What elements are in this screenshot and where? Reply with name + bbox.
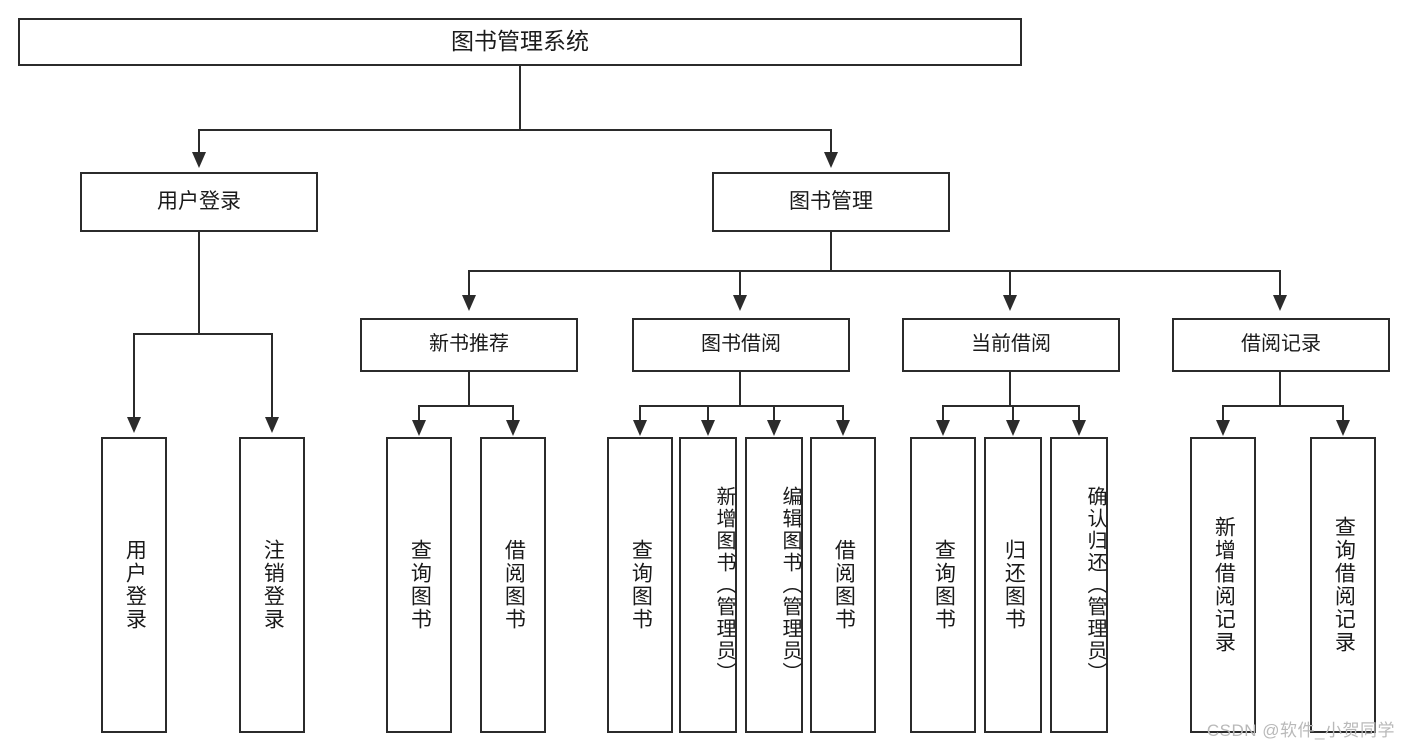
node-borrow-record-label: 借阅记录 (1241, 333, 1321, 356)
arrow-borrow-record-l2 (1336, 420, 1350, 436)
node-leaf-borrow-book-1[interactable]: 借阅图书 (480, 437, 546, 733)
node-leaf-borrow-book-1-label: 借阅图书 (502, 539, 526, 631)
arrow-root-to-user-login (192, 152, 206, 168)
node-borrow-record[interactable]: 借阅记录 (1172, 318, 1390, 372)
node-leaf-add-record[interactable]: 新增借阅记录 (1190, 437, 1256, 733)
node-leaf-confirm-return[interactable]: 确认归还（管理员） (1050, 437, 1108, 733)
node-leaf-user-logout[interactable]: 注销登录 (239, 437, 305, 733)
connector-current-borrow-bus (942, 405, 1080, 407)
connector-new-book-rec-stem (468, 372, 470, 406)
connector-current-borrow-l3 (1078, 405, 1080, 422)
connector-book-borrow-bus (639, 405, 844, 407)
connector-book-manage-c4 (1279, 270, 1281, 296)
node-leaf-user-login[interactable]: 用户登录 (101, 437, 167, 733)
connector-borrow-record-l1 (1222, 405, 1224, 422)
node-new-book-rec[interactable]: 新书推荐 (360, 318, 578, 372)
node-new-book-rec-label: 新书推荐 (429, 333, 509, 356)
arrow-book-manage-c1 (462, 295, 476, 311)
arrow-borrow-record-l1 (1216, 420, 1230, 436)
arrow-current-borrow-l1 (936, 420, 950, 436)
connector-root-to-user-login (198, 129, 200, 153)
node-leaf-user-logout-label: 注销登录 (261, 539, 285, 631)
node-root-label: 图书管理系统 (451, 28, 589, 55)
arrow-current-borrow-l2 (1006, 420, 1020, 436)
node-leaf-query-book-3[interactable]: 查询图书 (910, 437, 976, 733)
arrow-book-borrow-l4 (836, 420, 850, 436)
connector-book-manage-bus (468, 270, 1280, 272)
arrow-book-borrow-l1 (633, 420, 647, 436)
connector-book-manage-stem (830, 232, 832, 272)
connector-current-borrow-stem (1009, 372, 1011, 406)
arrow-book-manage-c3 (1003, 295, 1017, 311)
connector-new-book-rec-bus (418, 405, 513, 407)
node-root[interactable]: 图书管理系统 (18, 18, 1022, 66)
node-current-borrow[interactable]: 当前借阅 (902, 318, 1120, 372)
node-book-manage-label: 图书管理 (789, 189, 873, 213)
connector-book-borrow-stem (739, 372, 741, 406)
node-current-borrow-label: 当前借阅 (971, 333, 1051, 356)
node-book-borrow-label: 图书借阅 (701, 333, 781, 356)
node-leaf-add-book[interactable]: 新增图书（管理员） (679, 437, 737, 733)
node-user-login-label: 用户登录 (157, 189, 241, 213)
node-leaf-edit-book[interactable]: 编辑图书（管理员） (745, 437, 803, 733)
arrow-book-manage-c2 (733, 295, 747, 311)
node-leaf-add-record-label: 新增借阅记录 (1212, 516, 1236, 654)
connector-book-manage-c1 (468, 270, 470, 296)
arrow-new-book-rec-l1 (412, 420, 426, 436)
node-leaf-query-record-label: 查询借阅记录 (1332, 516, 1356, 654)
arrow-book-manage-c4 (1273, 295, 1287, 311)
connector-current-borrow-l1 (942, 405, 944, 422)
node-leaf-confirm-return-label: 确认归还（管理员） (1084, 486, 1106, 684)
node-book-manage[interactable]: 图书管理 (712, 172, 950, 232)
arrow-user-login-right (265, 417, 279, 433)
arrow-book-borrow-l2 (701, 420, 715, 436)
connector-root-stem (519, 66, 521, 130)
connector-user-login-bus (133, 333, 272, 335)
node-leaf-query-book-1[interactable]: 查询图书 (386, 437, 452, 733)
connector-new-book-rec-l2 (512, 405, 514, 422)
connector-borrow-record-l2 (1342, 405, 1344, 422)
node-leaf-query-book-1-label: 查询图书 (408, 539, 432, 631)
node-book-borrow[interactable]: 图书借阅 (632, 318, 850, 372)
connector-borrow-record-stem (1279, 372, 1281, 406)
node-leaf-query-book-2-label: 查询图书 (629, 539, 653, 631)
arrow-current-borrow-l3 (1072, 420, 1086, 436)
connector-user-login-stem (198, 232, 200, 334)
arrow-book-borrow-l3 (767, 420, 781, 436)
connector-user-login-left (133, 333, 135, 418)
node-leaf-query-book-3-label: 查询图书 (932, 539, 956, 631)
node-leaf-query-book-2[interactable]: 查询图书 (607, 437, 673, 733)
node-leaf-add-book-label: 新增图书（管理员） (713, 486, 735, 684)
node-leaf-return-book[interactable]: 归还图书 (984, 437, 1042, 733)
node-leaf-user-login-label: 用户登录 (123, 539, 147, 631)
node-user-login[interactable]: 用户登录 (80, 172, 318, 232)
connector-book-borrow-l2 (707, 405, 709, 422)
arrow-root-to-book-manage (824, 152, 838, 168)
arrow-user-login-left (127, 417, 141, 433)
connector-book-borrow-l3 (773, 405, 775, 422)
connector-user-login-right (271, 333, 273, 418)
connector-book-borrow-l1 (639, 405, 641, 422)
connector-current-borrow-l2 (1012, 405, 1014, 422)
connector-root-to-book-manage (830, 129, 832, 153)
connector-book-borrow-l4 (842, 405, 844, 422)
node-leaf-edit-book-label: 编辑图书（管理员） (779, 486, 801, 684)
node-leaf-return-book-label: 归还图书 (1002, 539, 1026, 631)
connector-new-book-rec-l1 (418, 405, 420, 422)
node-leaf-query-record[interactable]: 查询借阅记录 (1310, 437, 1376, 733)
connector-borrow-record-bus (1222, 405, 1342, 407)
node-leaf-borrow-book-2-label: 借阅图书 (832, 539, 856, 631)
arrow-new-book-rec-l2 (506, 420, 520, 436)
connector-book-manage-c2 (739, 270, 741, 296)
connector-root-bus (198, 129, 831, 131)
connector-book-manage-c3 (1009, 270, 1011, 296)
node-leaf-borrow-book-2[interactable]: 借阅图书 (810, 437, 876, 733)
